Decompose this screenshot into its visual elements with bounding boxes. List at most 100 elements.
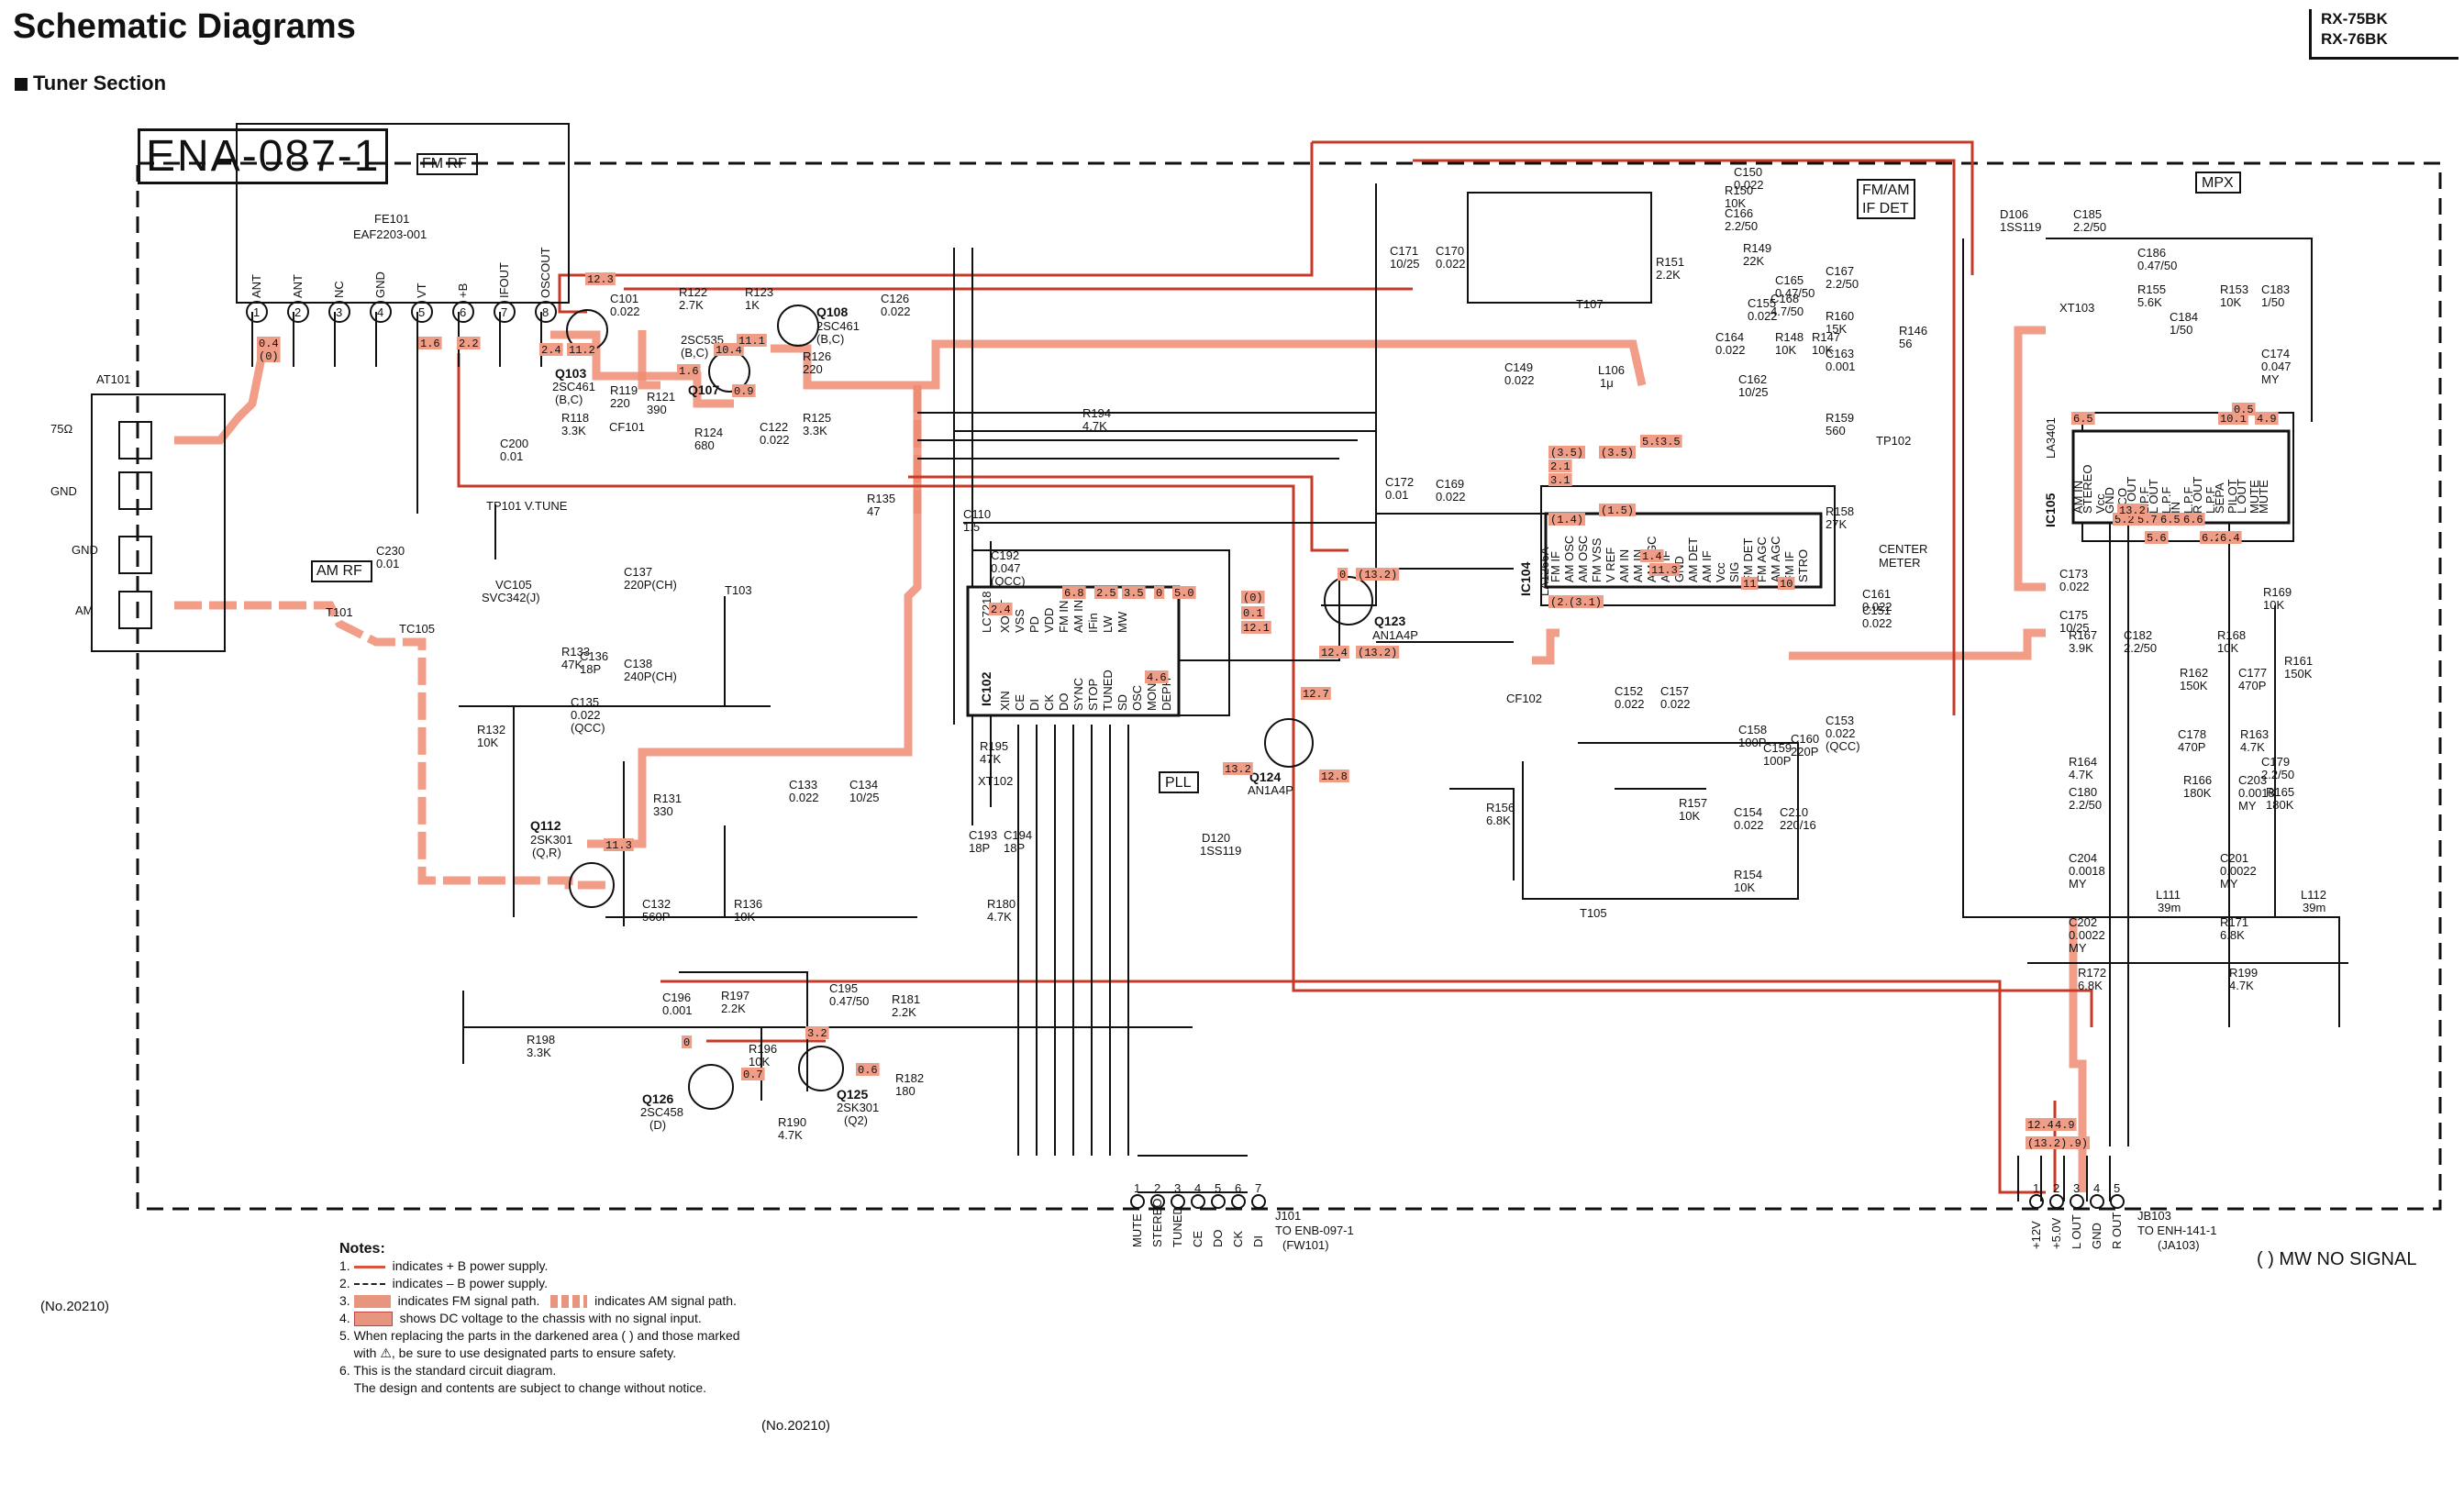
voltage-marker: 0 (1339, 569, 1346, 581)
note-5: 5. When replacing the parts in the darke… (339, 1328, 740, 1343)
ic102-pin-label: CK (1042, 694, 1056, 711)
power-lines (457, 140, 2093, 1194)
part-label: 220P (1791, 745, 1818, 759)
voltage-marker: 0.6 (858, 1064, 878, 1077)
voltage-marker: (0) (259, 350, 279, 363)
l106-value: 1μ (1600, 376, 1614, 390)
ic105-pin-label: STEREO (2081, 465, 2094, 514)
fe101-pins (246, 301, 557, 323)
q112-grade: (Q,R) (532, 846, 561, 859)
j101-pin-number: 7 (1255, 1181, 1261, 1195)
voltage-marker-bg (1319, 770, 1349, 782)
ic104-pin-label: V REF (1604, 548, 1617, 582)
cf102-label: CF102 (1506, 692, 1542, 705)
section-bullet-icon (15, 78, 28, 92)
part-label: 330 (653, 804, 673, 818)
part-label: C202 (2069, 915, 2097, 929)
connector-labels-layer: MUTE1STEREO2TUNED3CE4DO5CK6DI7+12V1+5.0V… (1130, 1181, 2124, 1249)
note-3: 3. indicates FM signal path. indicates A… (339, 1293, 737, 1309)
ic104-pin-label: Vcc (1714, 562, 1727, 582)
voltage-marker: 11.3 (605, 839, 632, 852)
jb103-label: JB103 (2137, 1209, 2171, 1223)
voltage-marker: 3.5 (1124, 587, 1144, 600)
voltage-marker-bg (1241, 591, 1265, 604)
part-label: 0.022 (1615, 697, 1645, 711)
l111-label: L111 (2156, 888, 2181, 902)
part-label: R155 (2137, 282, 2166, 296)
part-label: R157 (1679, 796, 1707, 810)
part-label: C150 (1734, 165, 1762, 179)
part-label: C174 (2261, 347, 2290, 360)
j101-pin-number: 5 (1215, 1181, 1221, 1195)
part-label: R124 (694, 426, 723, 439)
q123-symbol (1324, 576, 1373, 626)
part-label: 1/50 (2261, 295, 2284, 309)
q108-symbol (777, 305, 819, 347)
voltage-marker: 1.6 (679, 365, 699, 378)
ic102-pin-label: OSC (1130, 685, 1144, 711)
part-label: C154 (1734, 805, 1762, 819)
q126-label: Q126 (642, 1091, 673, 1106)
jb103-pin-number: 4 (2093, 1181, 2100, 1195)
part-label: 18P (580, 662, 601, 676)
part-label: C172 (1385, 475, 1414, 489)
voltage-marker-bg (2053, 1118, 2077, 1131)
part-label: R121 (647, 390, 675, 404)
ic105-pin-label: IN (2169, 502, 2182, 514)
part-label: 0.01 (1385, 488, 1408, 502)
voltage-marker: 4.9 (2055, 1119, 2075, 1132)
at101-term-4: AM (75, 604, 94, 617)
part-label: (QCC) (991, 574, 1026, 588)
part-label: 4.7K (1082, 419, 1107, 433)
d120-part: 1SS119 (1200, 844, 1241, 858)
fe101-pin-label: GND (373, 271, 387, 298)
part-label: 0.001 (662, 1003, 693, 1017)
part-label: C138 (624, 657, 652, 670)
part-label: R165 (2266, 785, 2294, 799)
jb103-pin-label: +5.0V (2049, 1217, 2063, 1249)
voltage-marker-bg (805, 1026, 829, 1039)
note-5-text: When replacing the parts in the darkened… (353, 1328, 740, 1343)
d106-label: D106 (2000, 207, 2028, 221)
part-label: 2.2K (892, 1005, 916, 1019)
vc105-part: SVC342(J) (482, 591, 540, 604)
voltage-marker-bg (1567, 595, 1604, 608)
ic102-pin-label: TUNED (1101, 670, 1115, 711)
voltage-marker-bg (1319, 646, 1349, 659)
jb103-pins (2029, 1194, 2125, 1209)
part-label: 0.047 (2261, 360, 2292, 373)
j101-pin-label: CE (1191, 1231, 1204, 1247)
part-label: C132 (642, 897, 671, 911)
fe101-pin-label: ANT (250, 274, 263, 298)
part-label: 3.3K (561, 424, 586, 437)
part-label: 56 (1899, 337, 1912, 350)
part-label: R133 (561, 645, 590, 659)
part-label: 15K (1826, 322, 1847, 336)
ic104-body (1544, 512, 1823, 589)
part-label: C184 (2170, 310, 2198, 324)
mw-no-signal-note: ( ) MW NO SIGNAL (2257, 1249, 2417, 1269)
j101-pin-label: MUTE (1130, 1213, 1144, 1247)
part-label: 0.022 (1826, 726, 1856, 740)
voltage-marker: 6.4 (2220, 532, 2240, 545)
q108-part: 2SC461 (816, 319, 860, 333)
model-1: RX-75BK (2321, 10, 2388, 28)
voltage-marker: 0.1 (1243, 607, 1263, 620)
part-label: R164 (2069, 755, 2097, 769)
vc105-label: VC105 (495, 578, 532, 592)
part-label: 560P (642, 910, 670, 924)
part-label: C194 (1004, 828, 1032, 842)
at101-label: AT101 (96, 372, 130, 386)
part-label: C230 (376, 544, 405, 558)
part-label: R131 (653, 792, 682, 805)
part-label: R167 (2069, 628, 2097, 642)
part-label: (QCC) (1826, 739, 1860, 753)
voltage-marker-bg (2181, 513, 2205, 526)
part-label: 0.022 (1862, 600, 1892, 614)
part-label: 0.47/50 (1775, 286, 1815, 300)
voltage-marker-bg (1599, 504, 1636, 516)
part-label: C192 (991, 548, 1019, 562)
voltage-marker-bg (1778, 577, 1795, 590)
part-label: R161 (2284, 654, 2313, 668)
part-label: C166 (1725, 206, 1753, 220)
